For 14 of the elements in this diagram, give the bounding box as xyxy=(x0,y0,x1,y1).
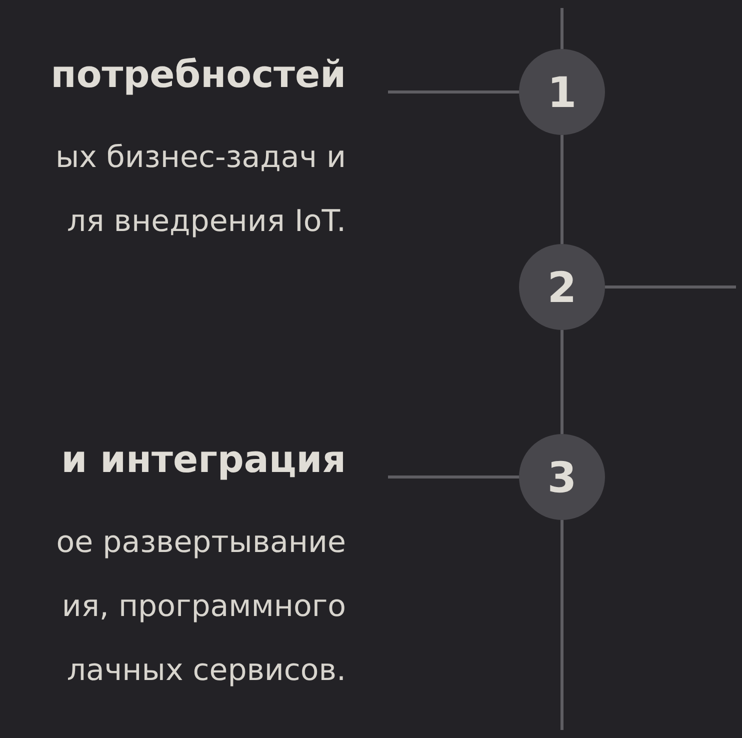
step-description: ых бизнес-задач и ля внедрения IoT. xyxy=(54,139,346,241)
timeline-line xyxy=(560,8,564,49)
step-number-circle: 2 xyxy=(519,244,605,330)
timeline-line xyxy=(560,135,564,244)
timeline-line xyxy=(560,520,564,730)
step-description: ое развертывание ия, программного лачных сервисов. xyxy=(55,524,346,690)
connector-line xyxy=(605,286,736,288)
connector-line xyxy=(388,476,519,478)
step-number-circle: 1 xyxy=(519,49,605,135)
step-heading: потребностей xyxy=(50,52,346,98)
connector-line xyxy=(388,90,519,94)
timeline-line xyxy=(560,330,564,434)
step-heading: и интеграция xyxy=(61,437,346,483)
step-number-circle: 3 xyxy=(519,434,605,520)
